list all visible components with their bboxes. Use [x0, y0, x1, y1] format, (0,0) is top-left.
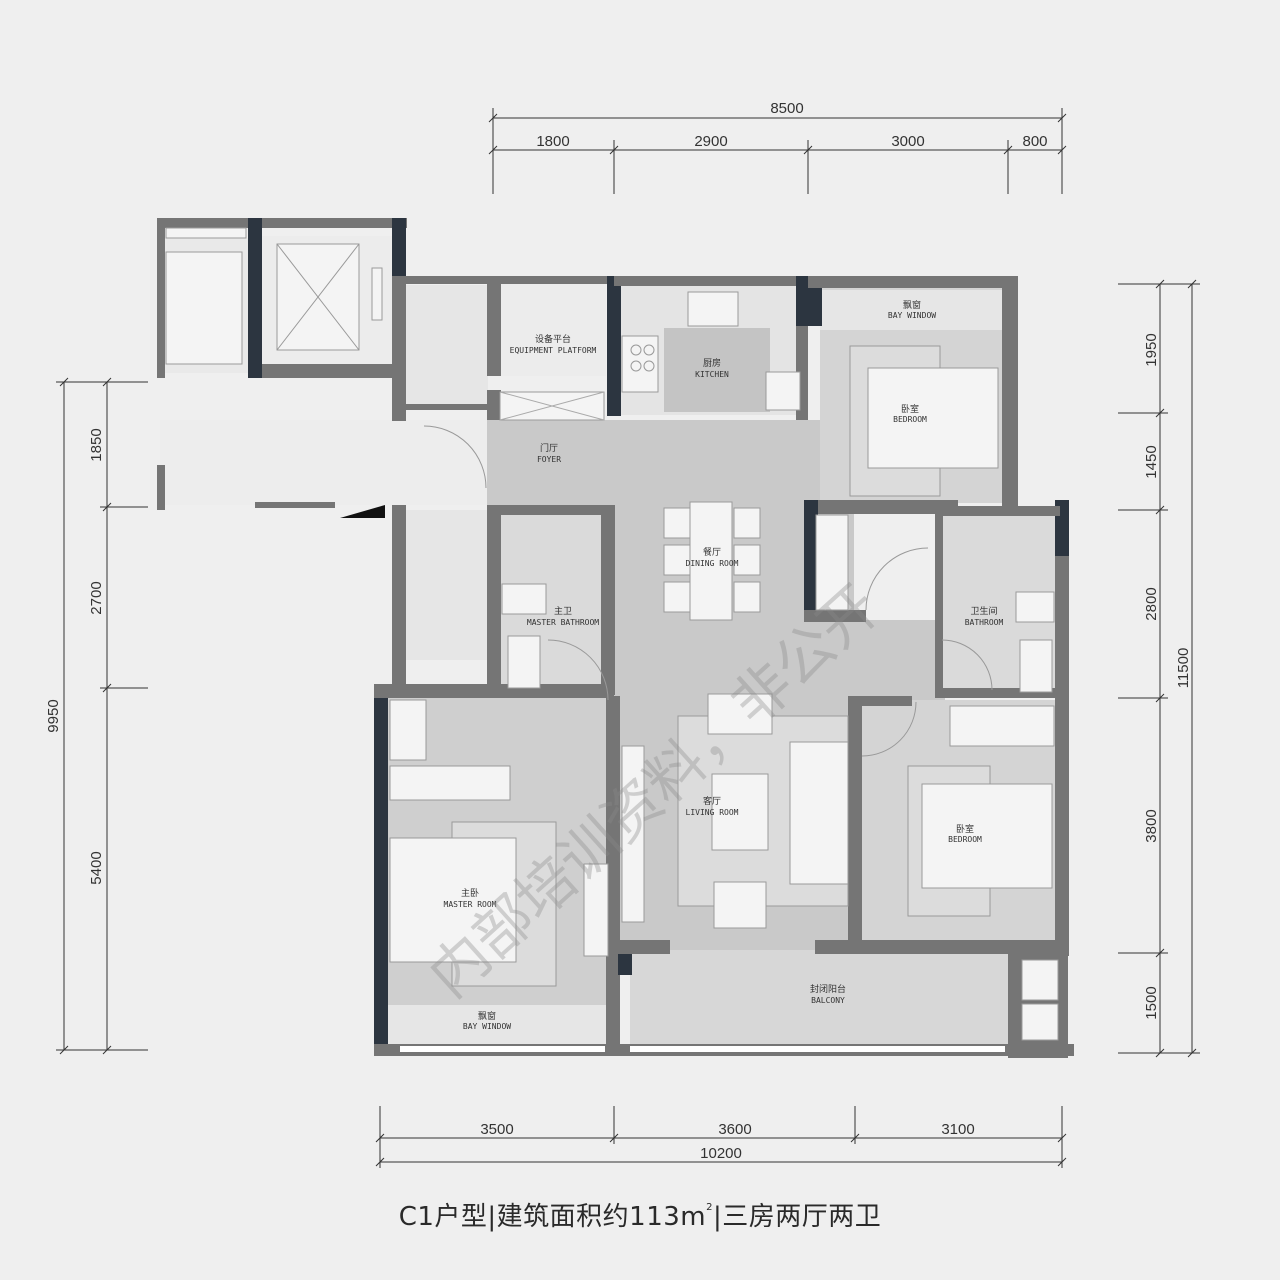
label-bedroom-top-en: BEDROOM	[893, 415, 927, 424]
walls	[157, 218, 1074, 1058]
label-bathroom-en: BATHROOM	[965, 618, 1004, 627]
label-master-bath-en: MASTER BATHROOM	[527, 618, 599, 627]
dim-top-total: 8500	[770, 100, 803, 117]
label-kitchen-cn: 厨房	[703, 357, 721, 369]
label-balcony-cn: 封闭阳台	[810, 983, 846, 995]
dim-right-5: 1500	[1143, 986, 1160, 1019]
label-master-en: MASTER ROOM	[444, 900, 497, 909]
room-labels: 设备平台 EQUIPMENT PLATFORM 厨房 KITCHEN 飘窗 BA…	[444, 299, 1004, 1031]
dim-right-4: 3800	[1143, 809, 1160, 842]
label-bedroom-top-cn: 卧室	[901, 403, 919, 415]
label-bathroom-cn: 卫生间	[970, 605, 997, 617]
caption-area-sup: 2	[706, 1202, 714, 1213]
dim-bottom-3: 3100	[941, 1121, 974, 1138]
dim-right-3: 2800	[1143, 587, 1160, 620]
label-living-cn: 客厅	[703, 795, 721, 807]
dimension-left: 9950 1850 2700 5400	[45, 377, 148, 1055]
dim-left-1: 1850	[88, 428, 105, 461]
plan-caption: C1户型|建筑面积约113m2|三房两厅两卫	[0, 1196, 1280, 1233]
label-master-cn: 主卧	[461, 887, 479, 899]
dim-left-2: 2700	[88, 581, 105, 614]
furniture	[165, 227, 1059, 1041]
label-master-bath-cn: 主卫	[554, 605, 572, 617]
caption-sep-1: |	[487, 1202, 497, 1232]
label-bay-top-en: BAY WINDOW	[888, 311, 936, 320]
dim-left-total: 9950	[45, 699, 62, 732]
dim-right-1: 1950	[1143, 333, 1160, 366]
dimension-right: 1950 1450 2800 3800 1500 11500	[1118, 279, 1200, 1058]
dim-top-2: 2900	[694, 133, 727, 150]
dimension-top: 8500 1800 2900 3000 800	[488, 100, 1067, 194]
caption-area: 建筑面积约113m	[496, 1202, 707, 1232]
label-bay-top-cn: 飘窗	[903, 299, 921, 311]
label-dining-cn: 餐厅	[703, 546, 721, 558]
dim-top-4: 800	[1022, 133, 1047, 150]
label-bay-bottom-en: BAY WINDOW	[463, 1022, 511, 1031]
dim-top-3: 3000	[891, 133, 924, 150]
dim-top-1: 1800	[536, 133, 569, 150]
dimension-bottom: 3500 3600 3100 10200	[375, 1106, 1067, 1168]
label-foyer-cn: 门厅	[540, 442, 558, 454]
dim-bottom-1: 3500	[480, 1121, 513, 1138]
label-equipment-en: EQUIPMENT PLATFORM	[510, 346, 597, 355]
label-living-en: LIVING ROOM	[686, 808, 739, 817]
caption-layout: 三房两厅两卫	[722, 1202, 882, 1232]
dim-right-total: 11500	[1175, 648, 1192, 689]
label-foyer-en: FOYER	[537, 455, 561, 464]
label-bedroom-right-cn: 卧室	[956, 823, 974, 835]
dim-bottom-2: 3600	[718, 1121, 751, 1138]
caption-type: C1户型	[398, 1202, 488, 1232]
label-kitchen-en: KITCHEN	[695, 370, 729, 379]
label-equipment-cn: 设备平台	[535, 333, 571, 345]
label-bedroom-right-en: BEDROOM	[948, 835, 982, 844]
label-dining-en: DINING ROOM	[686, 559, 739, 568]
dim-left-3: 5400	[88, 851, 105, 884]
dim-right-2: 1450	[1143, 445, 1160, 478]
caption-sep-2: |	[713, 1202, 723, 1232]
label-balcony-en: BALCONY	[811, 996, 845, 1005]
dim-bottom-total: 10200	[700, 1145, 742, 1162]
label-bay-bottom-cn: 飘窗	[478, 1010, 496, 1022]
